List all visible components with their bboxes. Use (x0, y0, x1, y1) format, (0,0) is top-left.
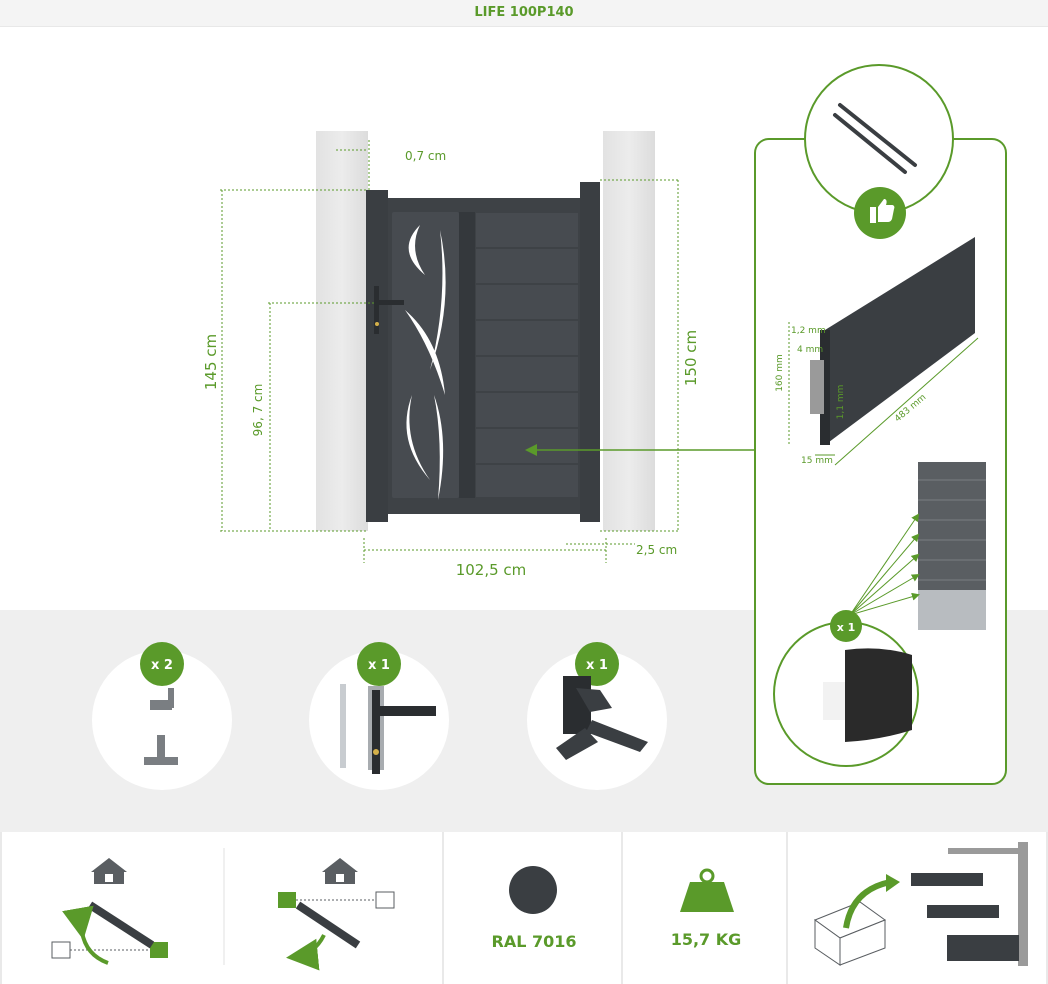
panel-count-badge (830, 610, 862, 642)
page-title: LIFE 100P140 (474, 5, 574, 20)
latch-count: x 1 (586, 658, 608, 673)
profile-wall: 1,1 mm (836, 385, 846, 420)
hinge-icon (144, 688, 178, 765)
left-pillar-square (51, 941, 71, 959)
color-swatch (509, 866, 557, 914)
left-leaf (87, 901, 155, 949)
slats (476, 213, 578, 497)
gate-latch-post (580, 182, 600, 522)
left-pillar (316, 131, 368, 531)
right-leaf (295, 901, 361, 949)
weight-label: 15,7 KG (671, 930, 742, 949)
weight-icon (680, 868, 734, 912)
profile-thick-2: 4 mm (797, 345, 823, 355)
profile-depth: 15 mm (801, 456, 833, 466)
dim-gap-side: 2,5 cm (636, 543, 677, 557)
dim-height-right: 150 cm (682, 330, 700, 386)
right-pillar-square (375, 891, 395, 909)
dim-width: 102,5 cm (456, 561, 527, 579)
handle-lock-icon (340, 684, 436, 774)
title-bar (0, 0, 1048, 27)
color-label: RAL 7016 (492, 932, 577, 951)
hinge-circle (92, 650, 232, 790)
decor-panel (392, 212, 459, 498)
right-hinge-square (278, 892, 296, 908)
dim-gap-top: 0,7 cm (405, 149, 446, 163)
profile-thick-1: 1,2 mm (791, 326, 826, 336)
right-pillar (603, 131, 655, 531)
left-hinge-square (150, 942, 168, 958)
packaging-icon (813, 842, 1028, 966)
profile-slat (825, 237, 975, 445)
decor-cutouts (405, 225, 446, 500)
handle-count: x 1 (368, 658, 390, 673)
dim-height-left: 145 cm (202, 334, 220, 390)
hinge-count: x 2 (151, 658, 173, 673)
profile-height: 160 mm (775, 354, 785, 392)
dim-handle-height: 96, 7 cm (251, 384, 265, 437)
panel-count: x 1 (837, 621, 856, 634)
latch-stop-icon (556, 676, 648, 760)
gate-hinge-post (366, 190, 388, 522)
thumbs-up-icon (870, 199, 895, 223)
